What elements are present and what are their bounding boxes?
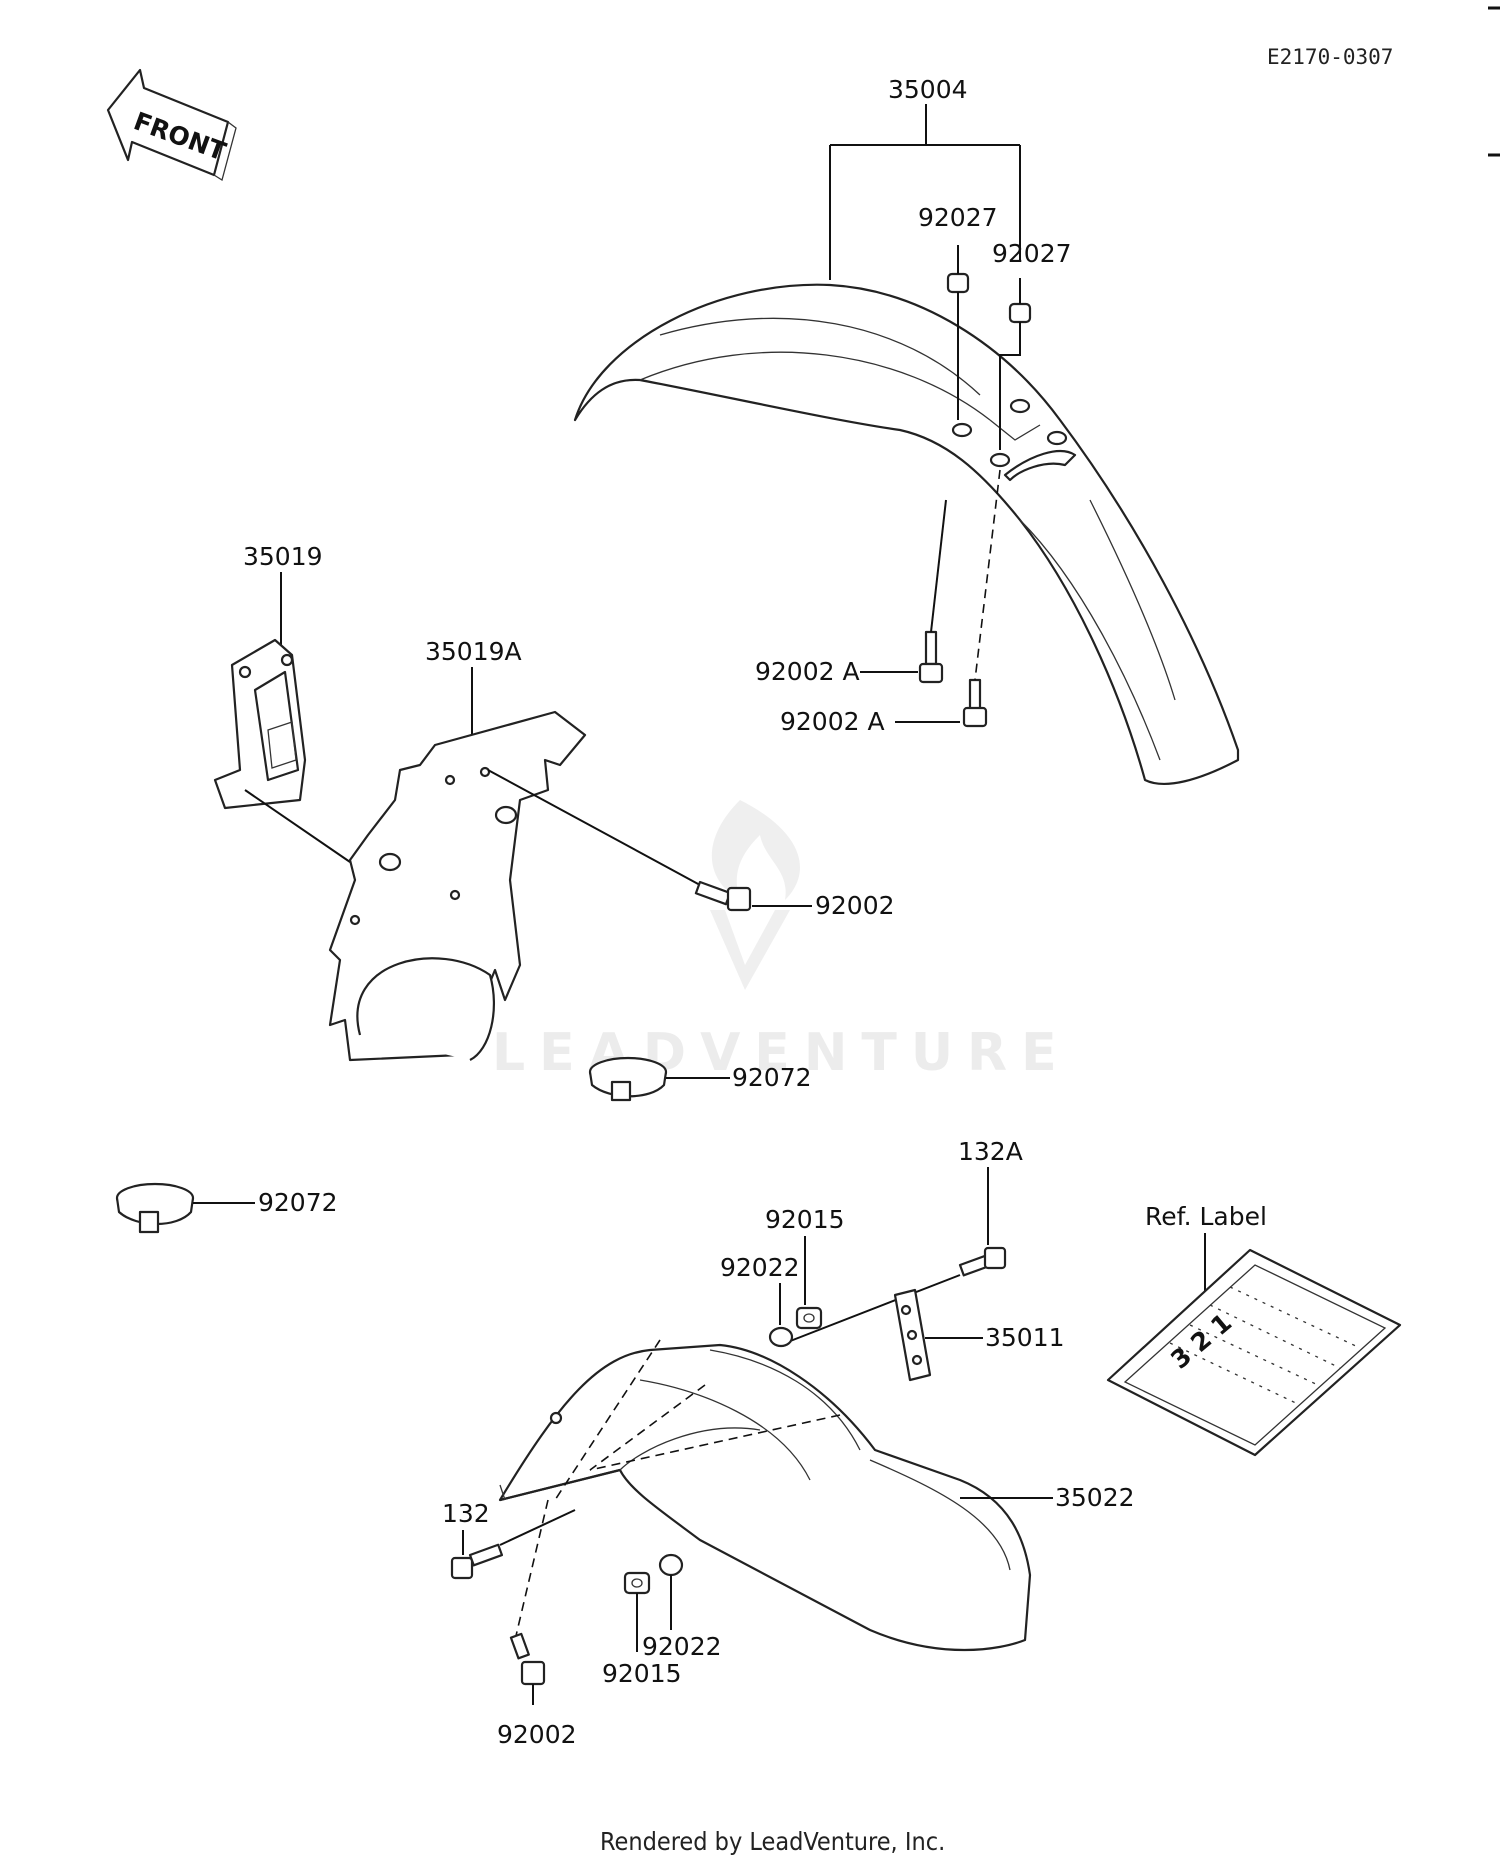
- fender-hole: [989, 452, 1011, 468]
- front-arrow-icon: FRONT: [106, 68, 237, 182]
- fender-hole: [1009, 398, 1031, 414]
- assembly-line: [589, 1384, 841, 1471]
- footer-credit: Rendered by LeadVenture, Inc.: [600, 1827, 945, 1856]
- rear-fender: [498, 1343, 1032, 1652]
- bolt-92002a-upper: [918, 499, 947, 684]
- callout-92002-bracket: 92002: [815, 891, 895, 920]
- callout-92015-upper: 92015: [765, 1205, 845, 1234]
- callout-132: 132: [442, 1499, 490, 1528]
- bolt-132a: [779, 1246, 1007, 1346]
- reference-label-sheet: 3 2 1: [1106, 1248, 1402, 1457]
- bolt-92002-bracket: [487, 769, 752, 912]
- leader-35004: [829, 104, 1021, 280]
- diagram-code: E2170-0307: [1267, 45, 1393, 69]
- callout-92027-right: 92027: [992, 239, 1072, 268]
- fender-hole: [1046, 430, 1068, 446]
- callout-132a: 132A: [958, 1137, 1023, 1166]
- callout-92022-upper: 92022: [720, 1253, 800, 1282]
- callout-35011: 35011: [985, 1323, 1065, 1352]
- callout-ref-label: Ref. Label: [1145, 1202, 1267, 1231]
- assembly-line: [554, 1339, 661, 1501]
- callout-92002-bottom: 92002: [497, 1720, 577, 1749]
- watermark-text: LEADVENTURE: [492, 1023, 1071, 1083]
- callout-35019: 35019: [243, 542, 323, 571]
- bracket-35011: [893, 1288, 932, 1382]
- bolt-92002a-lower: [962, 469, 1001, 728]
- callout-92002a-lower: 92002 A: [780, 707, 885, 736]
- callout-92072-upper: 92072: [732, 1063, 812, 1092]
- callout-92027-left: 92027: [918, 203, 998, 232]
- watermark: LEADVENTURE: [492, 800, 1071, 1083]
- callout-35022: 35022: [1055, 1483, 1135, 1512]
- nut-92015-lower: [623, 1571, 651, 1595]
- callout-92072-left: 92072: [258, 1188, 338, 1217]
- washer-92022-lower: [658, 1553, 684, 1577]
- leader-flap-mount: [244, 789, 351, 863]
- washer-92022-upper: [768, 1326, 794, 1348]
- front-fender: [573, 283, 1240, 786]
- watermark-v-icon: [710, 910, 790, 990]
- callout-92015-lower: 92015: [602, 1659, 682, 1688]
- clamp-92072-left: [115, 1182, 195, 1234]
- callout-92002a-upper: 92002 A: [755, 657, 860, 686]
- callout-92022-lower: 92022: [642, 1632, 722, 1661]
- callout-35004: 35004: [888, 75, 968, 104]
- bolt-92002-bottom: [509, 1499, 549, 1686]
- nut-92015-upper: [795, 1306, 823, 1330]
- bolt-132: [450, 1509, 576, 1580]
- front-fender-body: [573, 283, 1240, 786]
- bracket-35019a: [328, 710, 587, 1062]
- callout-35019a: 35019A: [425, 637, 522, 666]
- rear-fender-body: [498, 1343, 1032, 1652]
- fender-hole: [951, 422, 973, 438]
- flap-35019: [213, 638, 307, 810]
- grommet-92027-left: [946, 245, 970, 420]
- watermark-flame-icon: [711, 800, 800, 900]
- clamp-92072-upper: [588, 1056, 668, 1102]
- grommet-92027-right: [999, 278, 1032, 450]
